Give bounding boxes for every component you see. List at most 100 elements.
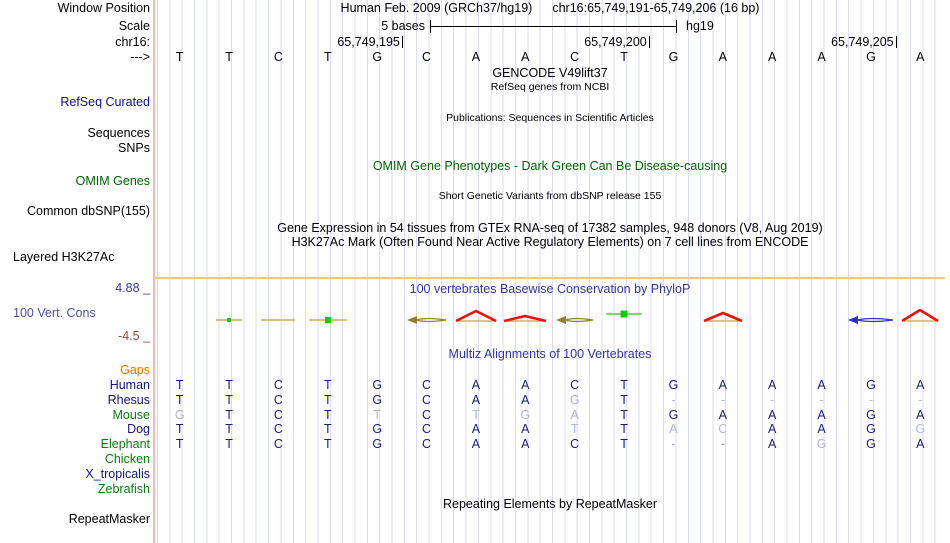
alignment-base-rhesus: G: [372, 393, 383, 407]
alignment-base-elephant: C: [273, 437, 283, 451]
alignment-base-dog: T: [570, 422, 579, 436]
alignment-base-mouse: A: [916, 408, 925, 422]
track-label-x-tropicalis[interactable]: X_tropicalis: [85, 467, 150, 481]
alignment-base-elephant: G: [816, 437, 827, 451]
conservation-glyph-bar-olive: [216, 318, 243, 322]
conservation-glyph-bar-green: [606, 310, 643, 318]
alignment-base-human: A: [718, 378, 727, 392]
alignment-base-rhesus: -: [770, 393, 775, 407]
alignment-base-rhesus: -: [868, 393, 874, 407]
alignment-base-human: G: [866, 378, 876, 392]
conservation-glyph-lens-blue: [847, 316, 894, 324]
alignment-base-dog: T: [225, 422, 233, 436]
track-label-elephant[interactable]: Elephant: [100, 437, 150, 451]
alignment-base-human: T: [225, 378, 233, 392]
alignment-base-mouse: T: [323, 408, 332, 422]
track-label-refseq-curated[interactable]: RefSeq Curated: [60, 95, 150, 109]
reference-base: A: [817, 50, 826, 64]
reference-base: T: [225, 50, 233, 64]
conservation-glyph-bar-olive: [261, 319, 296, 321]
alignment-base-human: T: [323, 378, 332, 392]
alignment-base-rhesus: A: [521, 393, 530, 407]
alignment-base-human: C: [273, 378, 283, 392]
track-label-gaps[interactable]: Gaps: [120, 363, 150, 377]
track-label-zebrafish[interactable]: Zebrafish: [97, 482, 150, 496]
alignment-base-dog: A: [817, 422, 826, 436]
conservation-glyph-tent-red: [703, 311, 743, 323]
reference-base: C: [273, 50, 283, 64]
reference-base: G: [668, 50, 679, 64]
conservation-track-divider: [155, 277, 945, 279]
track-message-100-vertebrates-basewise[interactable]: 100 vertebrates Basewise Conservation by…: [409, 282, 691, 296]
track-label-mouse[interactable]: Mouse: [112, 408, 150, 422]
track-message-publications-sequences-in[interactable]: Publications: Sequences in Scientific Ar…: [446, 112, 654, 124]
track-label-: --->: [130, 50, 150, 64]
track-message-refseq-genes-from[interactable]: RefSeq genes from NCBI: [490, 81, 610, 93]
alignment-base-elephant: T: [225, 437, 233, 451]
conservation-glyph-tent-red: [455, 309, 497, 323]
track-message-multiz-alignments-of[interactable]: Multiz Alignments of 100 Vertebrates: [448, 347, 652, 361]
alignment-base-rhesus: C: [422, 393, 432, 407]
alignment-base-elephant: T: [620, 437, 628, 451]
alignment-base-rhesus: -: [720, 393, 725, 407]
alignment-base-dog: T: [175, 422, 184, 436]
alignment-base-mouse: G: [520, 408, 531, 422]
reference-base: G: [866, 50, 876, 64]
track-label-snps[interactable]: SNPs: [118, 141, 150, 155]
alignment-base-human: T: [175, 378, 184, 392]
track-label-chicken[interactable]: Chicken: [104, 452, 150, 466]
alignment-base-human: C: [422, 378, 432, 392]
track-label-layered-h3k27ac[interactable]: Layered H3K27Ac: [13, 250, 115, 264]
alignment-base-rhesus: T: [323, 393, 332, 407]
track-label-omim-genes[interactable]: OMIM Genes: [75, 174, 150, 188]
track-label-human[interactable]: Human: [109, 378, 150, 392]
assembly-title: Human Feb. 2009 (GRCh37/hg19): [340, 1, 533, 15]
track-message-short-genetic-variants[interactable]: Short Genetic Variants from dbSNP releas…: [438, 190, 662, 202]
track-label-100-vert-cons[interactable]: 100 Vert. Cons: [13, 306, 96, 320]
alignment-base-mouse: T: [620, 408, 628, 422]
alignment-base-human: A: [916, 378, 925, 392]
alignment-base-human: G: [668, 378, 679, 392]
track-label-rhesus[interactable]: Rhesus: [107, 393, 150, 407]
track-message-repeating-elements-by[interactable]: Repeating Elements by RepeatMasker: [442, 497, 657, 511]
alignment-base-human: G: [372, 378, 383, 392]
reference-base: G: [372, 50, 383, 64]
track-message-gene-expression-in[interactable]: Gene Expression in 54 tissues from GTEx …: [277, 221, 823, 235]
base-grid-lines: [157, 0, 945, 543]
alignment-base-mouse: T: [373, 408, 382, 422]
alignment-base-rhesus: T: [620, 393, 628, 407]
alignment-base-dog: A: [521, 422, 530, 436]
alignment-base-dog: A: [768, 422, 777, 436]
track-label-sequences[interactable]: Sequences: [87, 126, 150, 140]
alignment-base-elephant: -: [671, 437, 676, 451]
alignment-base-rhesus: -: [819, 393, 824, 407]
alignment-base-elephant: A: [471, 437, 481, 451]
reference-base: A: [521, 50, 530, 64]
alignment-base-elephant: C: [570, 437, 580, 451]
ruler-tick-label: 65,749,205: [831, 35, 894, 49]
scale-bar-right-tick: [676, 20, 677, 33]
track-label-4-5: -4.5 _: [118, 329, 150, 343]
track-label-common-dbsnp-155[interactable]: Common dbSNP(155): [27, 204, 150, 218]
alignment-base-dog: G: [866, 422, 876, 436]
reference-base: A: [768, 50, 777, 64]
track-message-gencode-v49lift37[interactable]: GENCODE V49lift37: [492, 66, 608, 80]
track-message-h3k27ac-mark-often[interactable]: H3K27Ac Mark (Often Found Near Active Re…: [291, 235, 809, 249]
reference-base: A: [718, 50, 727, 64]
ruler-tick-mark: [648, 36, 650, 48]
track-label-dog[interactable]: Dog: [127, 422, 150, 436]
alignment-base-elephant: T: [323, 437, 332, 451]
track-label-repeatmasker[interactable]: RepeatMasker: [68, 512, 150, 526]
alignment-base-dog: C: [273, 422, 283, 436]
alignment-base-rhesus: T: [225, 393, 233, 407]
track-message-omim-gene-phenotypes[interactable]: OMIM Gene Phenotypes - Dark Green Can Be…: [372, 159, 728, 173]
scale-bar-left-tick: [430, 20, 431, 33]
alignment-base-mouse: G: [866, 408, 876, 422]
label-track-divider: [153, 0, 155, 543]
alignment-base-mouse: A: [570, 408, 579, 422]
alignment-base-human: A: [521, 378, 530, 392]
alignment-base-rhesus: C: [273, 393, 283, 407]
alignment-base-dog: T: [620, 422, 628, 436]
alignment-base-dog: T: [323, 422, 332, 436]
